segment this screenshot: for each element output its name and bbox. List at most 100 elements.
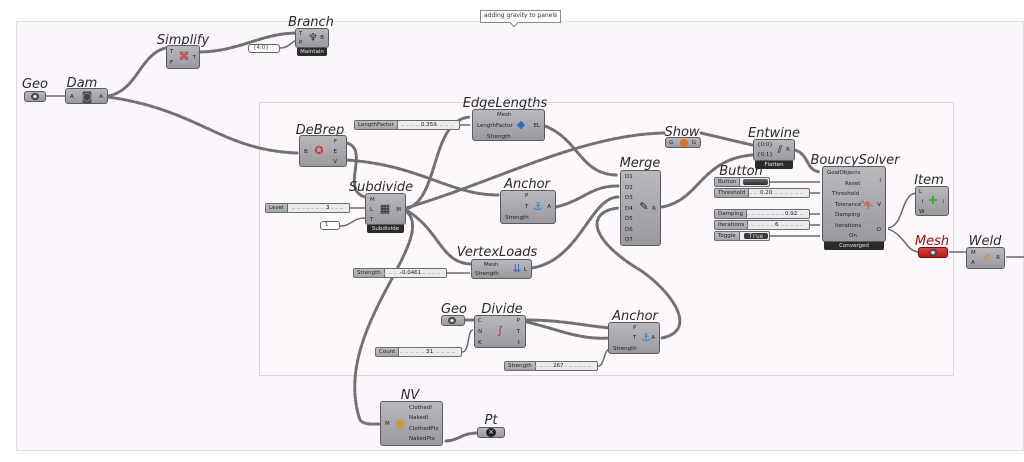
subdivide-badge: Subdivide xyxy=(367,225,404,233)
anchor-strength-slider[interactable]: Strength 267 xyxy=(504,361,598,371)
anchor2-component[interactable]: P T Strength ⚓ A xyxy=(608,322,660,354)
nv-input-m: M xyxy=(385,421,390,427)
edgelengths-input-lengthfactor: LengthFactor xyxy=(477,123,513,129)
slider-label: Level xyxy=(266,204,288,212)
vertexloads-strength-slider[interactable]: Strength -0.0461 xyxy=(353,268,447,278)
debrep-output-f: F xyxy=(333,139,337,145)
anchor-component[interactable]: P T Strength ⚓ A xyxy=(500,190,556,224)
debrep-component[interactable]: B ✪ F E V xyxy=(299,135,347,167)
show-component[interactable]: G ● G xyxy=(665,136,701,149)
simplify-component[interactable]: T F ⌘ T xyxy=(166,45,200,69)
divide-component[interactable]: C N K ∫ P T t xyxy=(474,315,526,348)
button-object[interactable]: Button xyxy=(714,177,770,187)
item-output-i: i xyxy=(942,199,944,205)
weld-icon: ✐ xyxy=(982,251,992,264)
lengthfactor-slider[interactable]: LengthFactor 0.359 xyxy=(354,120,460,130)
solver-output-o: O xyxy=(876,227,881,233)
iterations-slider[interactable]: Iterations 6 xyxy=(714,220,810,230)
entwine-badge: Flatten xyxy=(755,161,793,169)
damping-slider[interactable]: Damping 0.92 xyxy=(714,209,810,219)
anchor-input-p: P xyxy=(525,193,529,199)
button-nickname: Button xyxy=(719,164,763,179)
kangaroo-icon: 🦘 xyxy=(860,198,874,211)
item-input-i: i xyxy=(922,199,924,205)
branch-path-panel[interactable]: {4;0} xyxy=(248,44,280,53)
debrep-nickname: DeBrep xyxy=(295,123,345,138)
entwine-icon: ⫽ xyxy=(777,143,783,156)
item-nickname: Item xyxy=(914,173,944,188)
solver-output-i: I xyxy=(879,178,881,184)
edgelengths-component[interactable]: Mesh LengthFactor Strength ◆ EL xyxy=(472,109,545,141)
bouncysolver-component[interactable]: GoalObjects Reset Threshold Tolerance Da… xyxy=(822,166,886,242)
mesh-nickname: Mesh xyxy=(914,234,950,249)
bouncysolver-nickname: BouncySolver xyxy=(810,153,900,168)
solver-input-tolerance: Tolerance xyxy=(835,202,862,208)
item-component[interactable]: L i W ✚ i xyxy=(915,186,949,216)
bouncysolver-badge: Converged xyxy=(824,242,884,250)
slider-value: 0.359 xyxy=(421,122,437,128)
anchor-icon: ⚓ xyxy=(533,200,543,213)
button-face[interactable] xyxy=(743,179,768,185)
vertexloads-output-l: L xyxy=(523,267,527,273)
slider-label: LengthFactor xyxy=(355,121,398,129)
nv-component[interactable]: M ▣ ClothedI NakedI ClothedPts NakedPts xyxy=(380,401,443,446)
deconstruct-brep-icon: ✪ xyxy=(314,144,324,157)
divide-curve-icon: ∫ xyxy=(497,324,503,337)
pt-param[interactable]: × xyxy=(477,427,505,438)
divide-output-p: P xyxy=(516,318,520,324)
anchor2-input-p: P xyxy=(633,325,637,331)
toggle-value[interactable]: True xyxy=(744,233,768,240)
show-icon: ● xyxy=(679,136,689,149)
divide-output-t: T xyxy=(516,329,520,335)
merge-component[interactable]: D1 D2 D3 D4 D5 D6 D7 ✎ R xyxy=(620,170,661,246)
subdivide-input-t: T xyxy=(370,217,374,223)
debrep-input-b: B xyxy=(304,149,308,155)
slider-label: Damping xyxy=(715,210,747,218)
divide-input-c: C xyxy=(478,318,482,324)
branch-nickname: Branch xyxy=(288,15,334,30)
mesh-param[interactable] xyxy=(918,247,948,258)
debrep-output-e: E xyxy=(333,149,337,155)
solver-output-v: V xyxy=(877,202,881,208)
vertexloads-input-strength: Strength xyxy=(475,271,499,277)
level-slider[interactable]: Level 3 xyxy=(265,203,350,213)
branch-component[interactable]: T P ♆ B xyxy=(295,28,329,48)
geo-divide-param[interactable] xyxy=(441,315,465,326)
weld-component[interactable]: M A ✐ R xyxy=(966,247,1005,269)
simplify-output-t: T xyxy=(192,55,196,61)
slider-rail xyxy=(535,366,591,367)
slider-label: Strength xyxy=(505,362,536,370)
slider-rail xyxy=(384,273,440,274)
geometry-icon xyxy=(448,317,456,324)
solver-input-reset: Reset xyxy=(845,181,861,187)
slider-label: Iterations xyxy=(715,221,749,229)
subdivide-component[interactable]: M L T ▦ M xyxy=(365,193,406,225)
subdivide-t-panel[interactable]: 1 xyxy=(320,221,340,230)
dam-component[interactable]: A ◙ A xyxy=(65,88,108,104)
slider-rail xyxy=(747,225,803,226)
mesh-icon xyxy=(929,249,937,256)
subdivide-input-m: M xyxy=(370,197,375,203)
merge-input-d3: D3 xyxy=(625,195,633,201)
vertexloads-input-mesh: Mesh xyxy=(484,262,499,268)
subdivide-input-l: L xyxy=(370,207,374,213)
anchor-input-t: T xyxy=(525,204,529,210)
branch-badge: Maintain xyxy=(297,48,327,56)
merge-input-d6: D6 xyxy=(625,227,633,233)
toggle-object[interactable]: Toggle True xyxy=(714,231,770,241)
solver-input-on: On xyxy=(849,233,857,239)
merge-input-d4: D4 xyxy=(625,206,633,212)
entwine-output-r: R xyxy=(786,147,790,153)
weld-output-r: R xyxy=(996,255,1000,261)
count-slider[interactable]: Count 31 xyxy=(375,347,462,357)
slider-rail xyxy=(292,208,343,209)
simplify-nickname: Simplify xyxy=(156,33,210,48)
entwine-nickname: Entwine xyxy=(747,126,801,141)
slider-value: 31 xyxy=(426,349,433,355)
threshold-slider[interactable]: Threshold 0.20 xyxy=(714,188,810,198)
show-input-g: G xyxy=(669,140,674,146)
entwine-component[interactable]: {0;0} {0;1} ⫽ R xyxy=(753,139,795,161)
vertexloads-component[interactable]: Mesh Strength ⇊ L xyxy=(471,259,532,279)
item-input-w: W xyxy=(919,209,925,215)
geo-main-param[interactable] xyxy=(24,91,46,102)
